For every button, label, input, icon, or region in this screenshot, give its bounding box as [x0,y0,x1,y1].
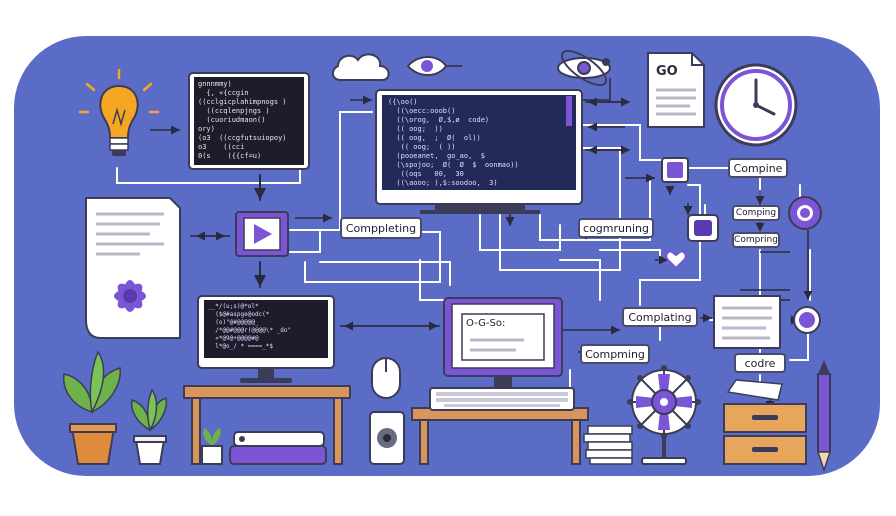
pencil-icon [816,360,832,473]
main-monitor-code: ({\oo() ((\oecc:ooob() ((\orog, Ø,$,ø co… [388,98,519,186]
node-square [687,214,719,242]
keyboard-icon [429,387,575,411]
desk-left [183,385,351,465]
lower-monitor [197,295,335,383]
drawer-icon [723,379,807,465]
label-cogmruning: cogmruning [578,218,654,238]
document-icon [85,197,181,339]
center-monitor [443,297,563,388]
label-compring: Compring [732,232,780,248]
play-icon [235,211,289,257]
clock-icon [714,63,798,147]
speaker-icon [369,411,405,465]
go-document-label: GO [656,64,678,79]
label-complating: Complating [622,307,698,327]
mouse-icon [371,357,401,399]
main-monitor [375,89,583,214]
gear-icon [627,365,701,465]
go-document-icon [647,52,705,128]
notes-document-icon [713,295,781,349]
left-terminal-window [188,72,310,170]
search-icon [788,196,822,230]
node-circle [793,306,821,334]
flower-icon [114,280,146,312]
connector-lines [116,111,811,396]
label-completing: Comppleting [340,217,422,239]
label-comping: Comping [732,205,780,221]
center-screen-label: O-G-So: [466,318,506,329]
left-terminal-code: gnnnmmy) {, «{ccgin ((cclgicplahimpnogs … [198,80,287,160]
lightbulb-icon [78,68,160,156]
books-icon [583,425,633,465]
atom-icon [557,49,611,87]
heart-icon [665,250,687,270]
label-codre: codre [734,353,786,373]
plant-icon [130,388,168,465]
label-compine: Compine [728,158,788,178]
lower-monitor-code: __*/(u;s)@*ol* ($@#aspge@odc(* (o)"@#@@@… [208,303,292,350]
cloud-icon [332,53,390,81]
node-square [661,157,689,183]
plant-icon [62,350,121,465]
label-compming: Compming [580,344,650,364]
plant-icon [201,428,223,465]
eye-icon [406,56,462,76]
router-device [229,431,327,465]
